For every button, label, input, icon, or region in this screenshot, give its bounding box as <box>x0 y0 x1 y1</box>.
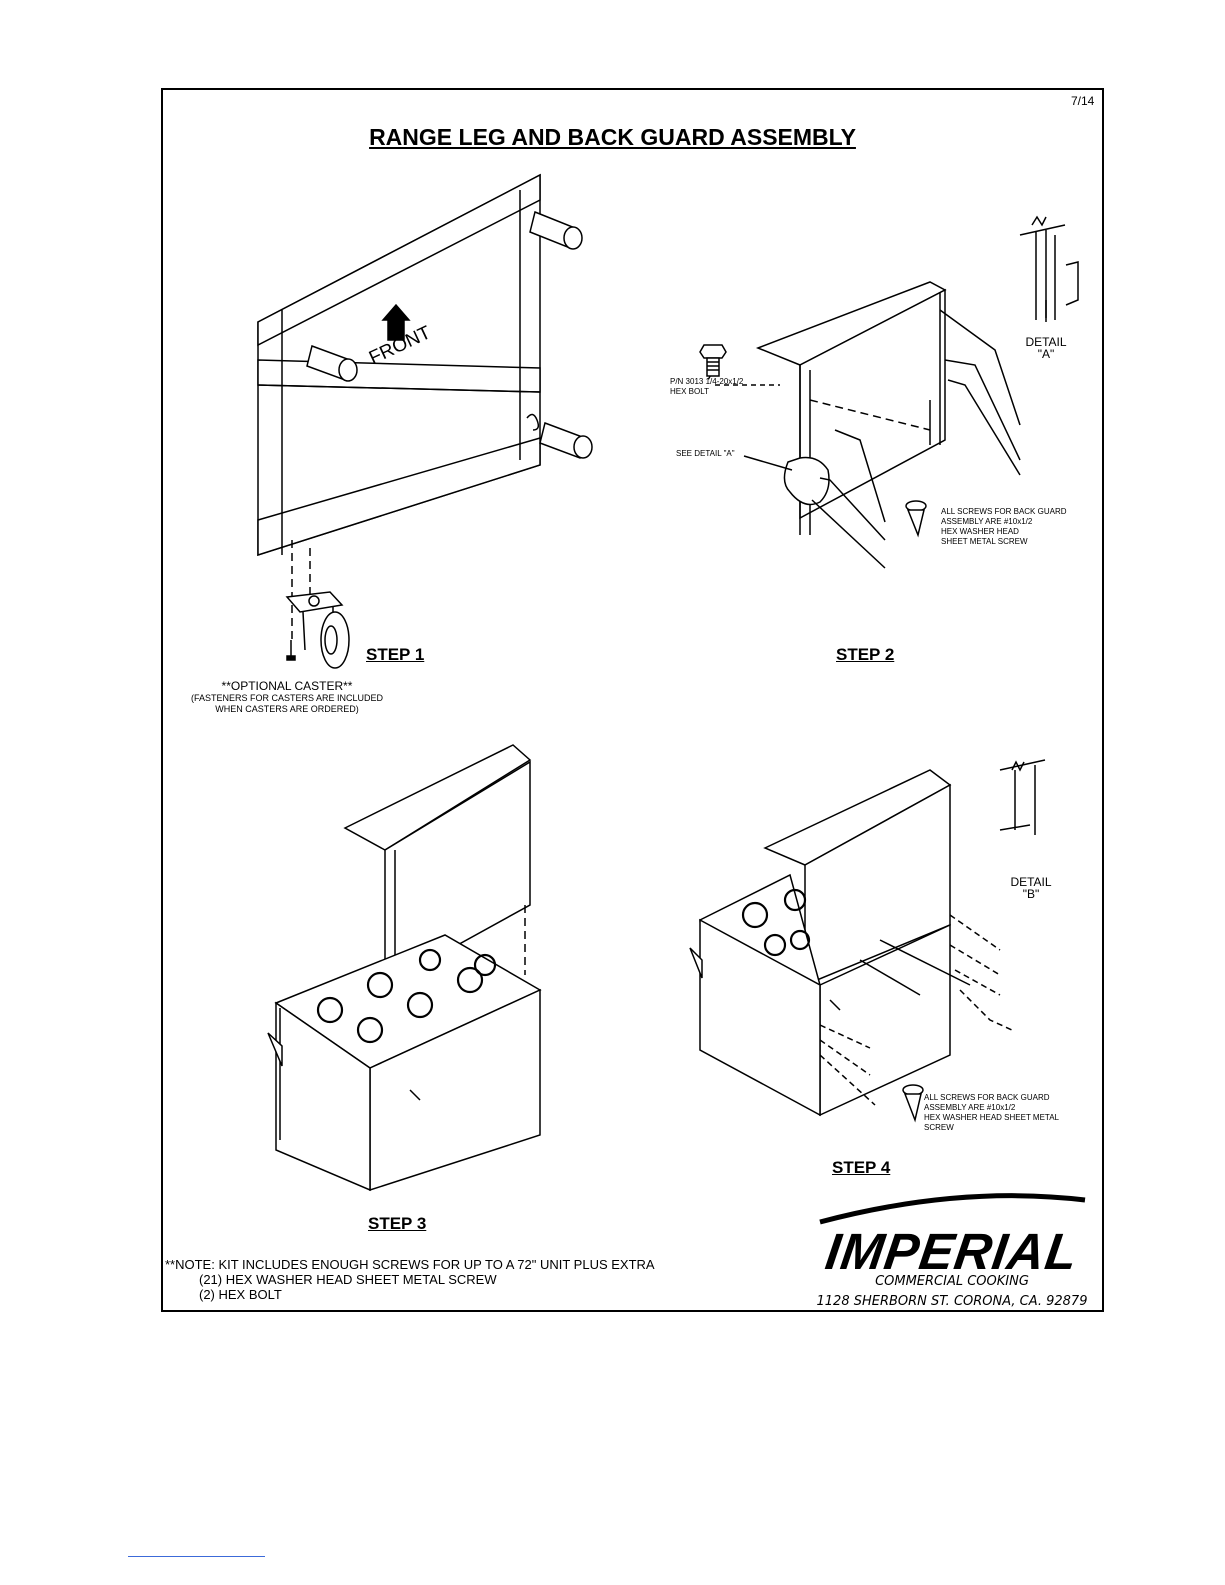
caster-line1: (FASTENERS FOR CASTERS ARE INCLUDED <box>190 693 384 703</box>
page-title: RANGE LEG AND BACK GUARD ASSEMBLY <box>369 124 856 150</box>
logo-address: 1128 SHERBORN ST. CORONA, CA. 92879 <box>816 1294 1088 1309</box>
step1-label: STEP 1 <box>366 645 425 664</box>
see-detail-a: SEE DETAIL "A" <box>676 449 735 458</box>
step2-screw-line1: ALL SCREWS FOR BACK GUARD <box>941 507 1067 516</box>
step2-backguard-illustration <box>699 215 1079 569</box>
detail-a-label: DETAIL "A" <box>1018 336 1074 360</box>
imperial-logo: IMPERIAL <box>822 1223 1082 1280</box>
step4-label: STEP 4 <box>832 1158 891 1177</box>
note-line3: (2) HEX BOLT <box>199 1287 282 1302</box>
detail-b-label: DETAIL "B" <box>1003 876 1059 900</box>
bolt-label: P/N 3013 1/4-20x1/2 HEX BOLT <box>670 377 743 397</box>
step2-screw-line2: ASSEMBLY ARE #10x1/2 <box>941 517 1033 526</box>
bolt-label-line2: HEX BOLT <box>670 387 709 396</box>
step4-screw-line1: ALL SCREWS FOR BACK GUARD <box>924 1093 1050 1102</box>
step2-screw-line3: HEX WASHER HEAD <box>941 527 1019 536</box>
detail-b-line1: DETAIL <box>1010 875 1052 889</box>
step4-screw-line3: HEX WASHER HEAD SHEET METAL <box>924 1113 1059 1122</box>
caster-line2: WHEN CASTERS ARE ORDERED) <box>215 704 359 714</box>
step1-frame-illustration <box>257 173 593 669</box>
step2-screw-line4: SHEET METAL SCREW <box>941 537 1028 546</box>
page-code: 7/14 <box>1071 94 1095 108</box>
note-line2: (21) HEX WASHER HEAD SHEET METAL SCREW <box>199 1272 497 1287</box>
page-frame <box>161 88 1104 1312</box>
detail-a-line1: DETAIL <box>1025 335 1067 349</box>
step4-screw-note: ALL SCREWS FOR BACK GUARD ASSEMBLY ARE #… <box>924 1093 1059 1133</box>
bolt-label-line1: P/N 3013 1/4-20x1/2 <box>670 377 744 386</box>
footer-divider <box>128 1556 265 1557</box>
step3-label: STEP 3 <box>368 1214 427 1233</box>
step4-screw-line2: ASSEMBLY ARE #10x1/2 <box>924 1103 1016 1112</box>
detail-a-line2: "A" <box>1037 347 1055 361</box>
step4-screw-line4: SCREW <box>924 1123 954 1132</box>
kit-note: **NOTE: KIT INCLUDES ENOUGH SCREWS FOR U… <box>165 1257 655 1302</box>
note-line1: **NOTE: KIT INCLUDES ENOUGH SCREWS FOR U… <box>165 1257 655 1272</box>
caster-title: **OPTIONAL CASTER** <box>221 679 353 693</box>
step2-label: STEP 2 <box>836 645 895 664</box>
step2-screw-note: ALL SCREWS FOR BACK GUARD ASSEMBLY ARE #… <box>941 507 1067 547</box>
step3-range-illustration <box>267 744 542 1192</box>
step4-range-illustration <box>689 759 1046 1123</box>
caster-note: **OPTIONAL CASTER** (FASTENERS FOR CASTE… <box>186 679 388 715</box>
logo-subtitle: COMMERCIAL COOKING <box>875 1274 1029 1289</box>
detail-b-line2: "B" <box>1022 887 1040 901</box>
